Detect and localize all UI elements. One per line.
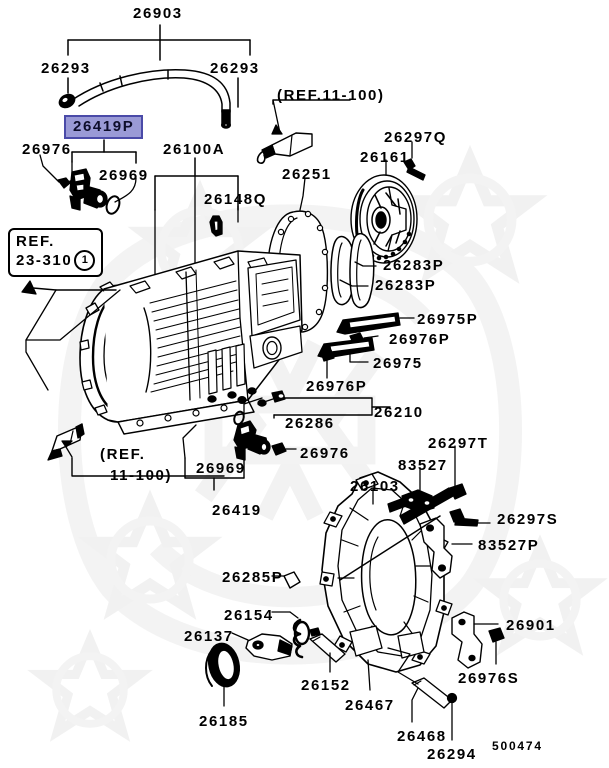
ref-box-line1: REF. (16, 233, 55, 250)
part-label-26210: 26210 (374, 404, 424, 421)
part-label-26297S: 26297S (497, 511, 559, 528)
part-label-26976P-lower: 26976P (306, 378, 368, 395)
part-label-26148Q: 26148Q (204, 191, 267, 208)
part-26419-switch-lower (233, 420, 271, 461)
part-26297S-bolt (449, 508, 491, 527)
ref-callout-11-100-top: (REF.11-100) (277, 87, 385, 104)
part-label-26285P: 26285P (222, 569, 284, 586)
part-label-26976S: 26976S (458, 670, 520, 687)
part-label-26185: 26185 (199, 713, 249, 730)
part-83527-lever (387, 467, 435, 513)
part-label-26152: 26152 (301, 677, 351, 694)
part-label-83527P: 83527P (478, 537, 540, 554)
part-26294-ball (446, 692, 458, 741)
part-label-26293-left: 26293 (41, 60, 91, 77)
part-label-83527: 83527 (398, 457, 448, 474)
leader-lug-to-pin (387, 647, 419, 685)
part-label-26293-right: 26293 (210, 60, 260, 77)
part-26185-seal (205, 642, 241, 707)
part-label-26975: 26975 (373, 355, 423, 372)
part-label-26286: 26286 (285, 415, 335, 432)
part-label-26969-lower: 26969 (196, 460, 246, 477)
part-label-26976-mid: 26976 (300, 445, 350, 462)
part-label-26297T: 26297T (428, 435, 489, 452)
part-shaft-line (339, 515, 441, 581)
part-26976S-plug (488, 627, 505, 665)
part-label-26903: 26903 (133, 5, 183, 22)
leader-26976-upper (39, 154, 60, 183)
part-label-26154: 26154 (224, 607, 274, 624)
part-83527P-bracket (419, 517, 473, 579)
part-label-26969-upper: 26969 (99, 167, 149, 184)
part-label-26100A: 26100A (163, 141, 226, 158)
highlighted-part-label-26419P[interactable]: 26419P (64, 115, 144, 139)
misc-small-parts (309, 627, 321, 637)
part-26154-spring (271, 611, 311, 659)
leader-26283P-upper (354, 261, 377, 267)
part-label-26468: 26468 (397, 728, 447, 745)
ref-box-badge: 1 (74, 250, 96, 272)
bracket-26903 (67, 24, 251, 108)
bracket-26210 (243, 397, 391, 419)
part-sealant-tube-bottom (47, 423, 85, 461)
diagram-id-code: 500474 (492, 739, 543, 753)
part-26297Q-bolt (403, 158, 426, 181)
part-label-26251: 26251 (282, 166, 332, 183)
ref-callout-11-100-bottom-line1: (REF. (100, 446, 146, 463)
part-label-26283P-upper: 26283P (383, 257, 445, 274)
part-label-26137: 26137 (184, 628, 234, 645)
part-label-26901: 26901 (506, 617, 556, 634)
part-label-26467: 26467 (345, 697, 395, 714)
part-label-26976P-upper: 26976P (389, 331, 451, 348)
part-26283P-rings (330, 232, 375, 309)
part-26903-hose (58, 69, 232, 129)
part-label-26976-upper: 26976 (22, 141, 72, 158)
ref-box-line2-text: 23-310 (16, 252, 73, 270)
ref-box-line2: 23-310 1 (16, 250, 96, 272)
part-26901-bracket (451, 611, 499, 669)
part-sealant-tube-top (256, 132, 313, 164)
part-26152-pin (309, 633, 346, 673)
bracket-26419P (71, 139, 137, 203)
part-26285P-plug (271, 571, 301, 589)
bracket-26419-lower (182, 424, 245, 491)
part-26969-oring (105, 195, 121, 215)
part-26976-plug-lower (271, 442, 297, 456)
part-26286-parts (237, 390, 286, 405)
part-26100A-case (79, 250, 303, 435)
part-26148Q-clip (209, 215, 223, 237)
part-label-26103: 26103 (350, 478, 400, 495)
leader-26467 (367, 659, 371, 691)
bracket-26100A (154, 157, 239, 331)
part-label-26283P-lower: 26283P (375, 277, 437, 294)
part-26975P-dowel (336, 312, 415, 335)
part-26103-bellhousing (319, 471, 453, 673)
ref-callout-11-100-bottom-line2: 11-100) (110, 467, 173, 484)
leader-26283P-lower (339, 279, 369, 287)
callout-ref-11-100-bottom (61, 440, 225, 477)
part-label-26297Q: 26297Q (384, 129, 447, 146)
part-label-26975P: 26975P (417, 311, 479, 328)
part-26137-lever (231, 632, 293, 661)
part-26419P-switch (69, 168, 108, 211)
part-26969-oring-lower (233, 410, 245, 426)
ref-box-23-310[interactable]: REF. 23-310 1 (8, 228, 104, 278)
part-label-26161: 26161 (360, 149, 410, 166)
part-label-26419: 26419 (212, 502, 262, 519)
leader-26251 (299, 177, 306, 211)
part-26976P-lower-plug (320, 349, 335, 379)
callout-ref-23-310 (21, 280, 121, 391)
part-label-26294: 26294 (427, 746, 477, 763)
callout-ref-11-100-top (271, 99, 351, 135)
